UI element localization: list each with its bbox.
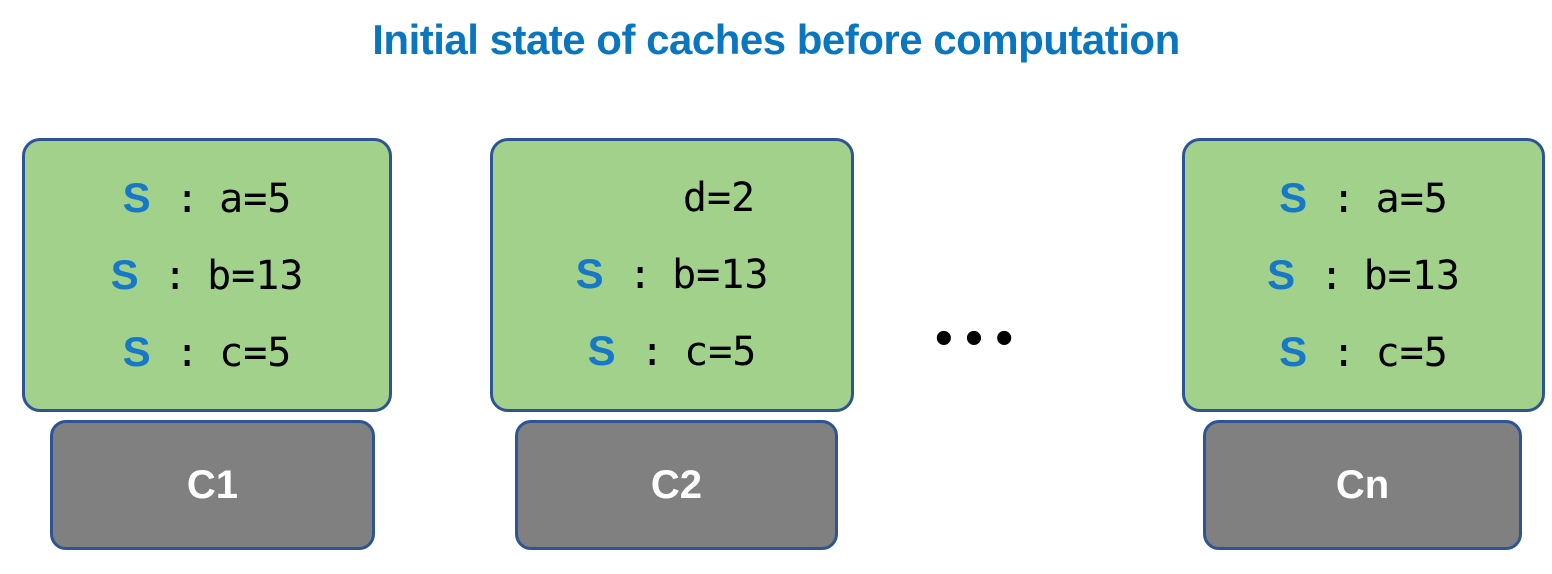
cache-lines-c1: S : a=5 S : b=13 S : c=5	[25, 141, 389, 409]
cache-value: c=5	[219, 329, 292, 376]
cache-state-tag: S	[1279, 173, 1308, 221]
cache-value: d=2	[682, 174, 756, 221]
cache-state-colon: :	[163, 252, 188, 299]
cache-box-c1[interactable]: S : a=5 S : b=13 S : c=5	[22, 138, 392, 412]
cache-state-colon: :	[1331, 175, 1356, 222]
cache-state-colon: :	[628, 251, 653, 298]
cache-line: S : a=5	[1279, 160, 1448, 237]
cache-value: a=5	[1375, 175, 1448, 222]
cache-lines-c2: d=2 S : b=13 S : c=5	[493, 141, 851, 409]
cache-value: c=5	[684, 328, 757, 375]
core-label-text: Cn	[1335, 462, 1390, 507]
cache-state-tag: S	[575, 249, 604, 297]
cache-state-tag: S	[122, 327, 151, 375]
cache-state-colon: :	[640, 328, 665, 375]
cache-lines-cn: S : a=5 S : b=13 S : c=5	[1185, 141, 1542, 409]
core-label-cn[interactable]: Cn	[1203, 420, 1522, 550]
cache-box-cn[interactable]: S : a=5 S : b=13 S : c=5	[1182, 138, 1545, 412]
cache-state-tag: S	[122, 173, 151, 221]
cache-line: S : c=5	[1279, 314, 1448, 391]
cache-line: S : b=13	[1267, 237, 1460, 314]
cache-value: b=13	[207, 252, 304, 299]
cache-line: S : c=5	[123, 314, 292, 391]
cache-line: S : c=5	[588, 313, 757, 390]
cache-line: S : b=13	[111, 237, 304, 314]
cache-state-colon: :	[175, 175, 200, 222]
cache-line: d=2	[589, 161, 755, 236]
core-label-c2[interactable]: C2	[515, 420, 838, 550]
cache-value: c=5	[1375, 329, 1448, 376]
cache-box-c2[interactable]: d=2 S : b=13 S : c=5	[490, 138, 854, 412]
ellipsis-separator: •••	[934, 309, 1026, 367]
core-label-text: C1	[186, 462, 239, 507]
cache-state-colon: :	[175, 329, 200, 376]
cache-line: S : b=13	[576, 236, 769, 313]
cache-value: b=13	[672, 251, 769, 298]
cache-state-tag: S	[1279, 327, 1308, 375]
cache-value: a=5	[219, 175, 292, 222]
cache-state-tag: S	[587, 326, 616, 374]
cache-value: b=13	[1363, 252, 1460, 299]
cache-line: S : a=5	[123, 160, 292, 237]
cache-state-tag: S	[110, 250, 139, 298]
cache-state-tag: S	[1267, 250, 1296, 298]
core-label-text: C2	[650, 462, 703, 507]
core-label-c1[interactable]: C1	[50, 420, 375, 550]
cache-state-colon: :	[1331, 329, 1356, 376]
page-title: Initial state of caches before computati…	[372, 16, 1180, 63]
cache-state-colon: :	[1319, 252, 1344, 299]
